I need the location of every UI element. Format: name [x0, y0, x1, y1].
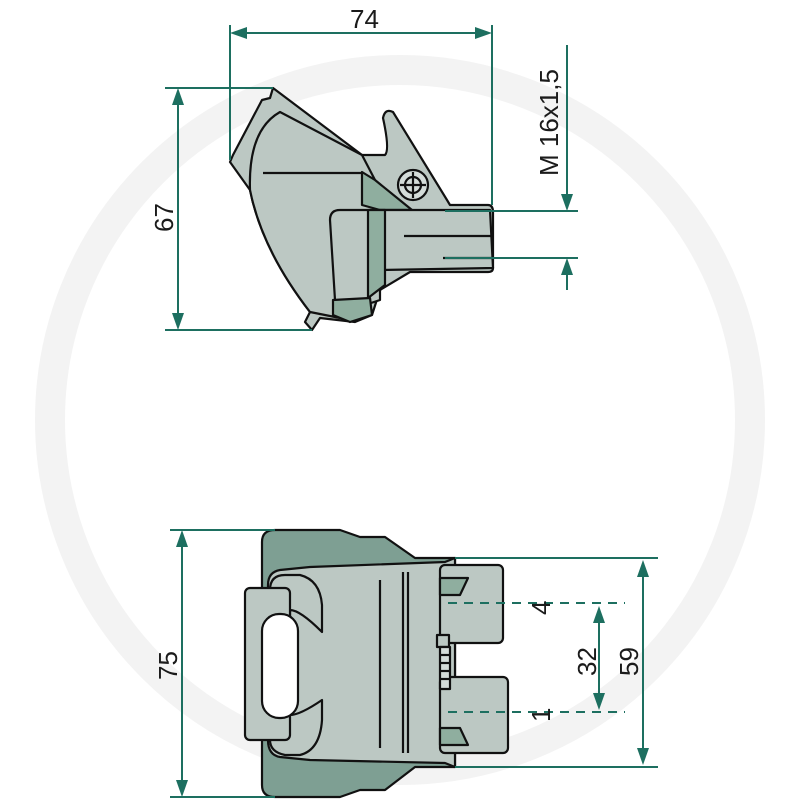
- bottom-view-part: [243, 528, 510, 799]
- thread-label: M 16x1,5: [534, 69, 564, 176]
- top-view-part: [228, 86, 495, 332]
- dimension-width-74: 74: [229, 4, 493, 205]
- dimension-spacing-32: 32 4 1: [448, 601, 625, 722]
- pin-label-4: 4: [526, 601, 556, 615]
- dimension-height-67: 67: [149, 87, 312, 331]
- dimension-label-75: 75: [153, 651, 183, 680]
- pin-label-1: 1: [526, 708, 556, 722]
- dimension-label-59: 59: [614, 647, 644, 676]
- dimension-height-75: 75: [153, 529, 275, 798]
- handle-hole: [260, 612, 300, 720]
- dimension-label-74: 74: [350, 4, 379, 34]
- dimension-label-67: 67: [149, 203, 179, 232]
- dimension-label-32: 32: [572, 647, 602, 676]
- dimension-span-59: 59: [455, 557, 658, 768]
- dimension-thread: M 16x1,5: [445, 45, 578, 290]
